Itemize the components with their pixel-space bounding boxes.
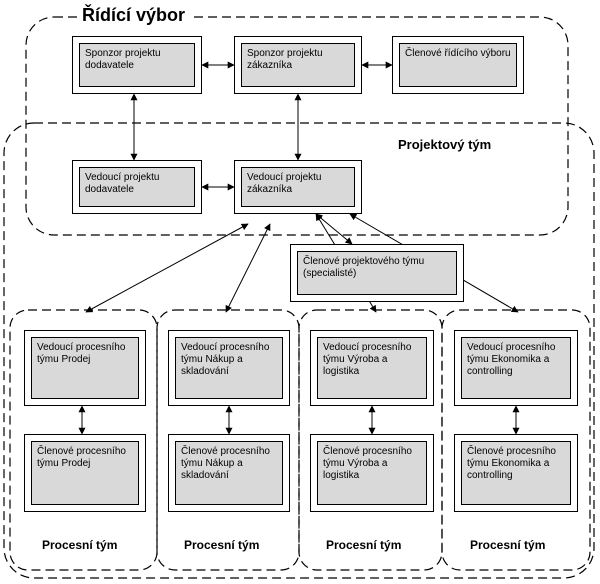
process-members-box-3: Členové procesního týmu Výroba a logisti… <box>310 434 434 512</box>
process-team-frame-3 <box>298 309 443 571</box>
arrow-lead-team1 <box>85 223 249 313</box>
process-team-title-3: Procesní tým <box>322 538 406 552</box>
steering-members-label: Členové řídícího výboru <box>399 43 517 87</box>
process-members-label-3: Členové procesního týmu Výroba a logisti… <box>317 441 427 505</box>
sponsor-customer-label: Sponzor projektu zákazníka <box>241 43 355 87</box>
arrow-lead-team2 <box>225 223 271 313</box>
process-members-label-2: Členové procesního týmu Nákup a skladová… <box>175 441 283 505</box>
steering-members-box: Členové řídícího výboru <box>392 36 524 94</box>
lead-customer-box: Vedoucí projektu zákazníka <box>234 160 362 214</box>
process-lead-box-4: Vedoucí procesního týmu Ekonomika a cont… <box>454 330 578 406</box>
lead-supplier-box: Vedoucí projektu dodavatele <box>72 160 202 214</box>
process-members-label-4: Členové procesního týmu Ekonomika a cont… <box>461 441 571 505</box>
process-members-box-4: Členové procesního týmu Ekonomika a cont… <box>454 434 578 512</box>
sponsor-customer-box: Sponzor projektu zákazníka <box>234 36 362 94</box>
arrow-lead-specialists <box>315 213 353 245</box>
project-team-frame <box>3 122 595 579</box>
lead-supplier-label: Vedoucí projektu dodavatele <box>79 167 195 207</box>
process-members-box-2: Členové procesního týmu Nákup a skladová… <box>168 434 290 512</box>
process-lead-box-1: Vedoucí procesního týmu Prodej <box>24 330 146 406</box>
process-lead-label-2: Vedoucí procesního týmu Nákup a skladová… <box>175 337 283 399</box>
sponsor-supplier-box: Sponzor projektu dodavatele <box>72 36 202 94</box>
lead-customer-label: Vedoucí projektu zákazníka <box>241 167 355 207</box>
project-team-title: Projektový tým <box>394 137 496 152</box>
process-team-title-4: Procesní tým <box>466 538 550 552</box>
process-lead-label-1: Vedoucí procesního týmu Prodej <box>31 337 139 399</box>
process-team-title-1: Procesní tým <box>38 538 122 552</box>
steering-committee-frame <box>25 16 569 236</box>
process-members-box-1: Členové procesního týmu Prodej <box>24 434 146 512</box>
process-members-label-1: Členové procesního týmu Prodej <box>31 441 139 505</box>
steering-committee-title: Řídící výbor <box>78 5 190 26</box>
process-team-title-2: Procesní tým <box>180 538 264 552</box>
process-lead-box-3: Vedoucí procesního týmu Výroba a logisti… <box>310 330 434 406</box>
specialists-box: Členové projektového týmu (specialisté) <box>290 244 464 302</box>
sponsor-supplier-label: Sponzor projektu dodavatele <box>79 43 195 87</box>
process-lead-label-3: Vedoucí procesního týmu Výroba a logisti… <box>317 337 427 399</box>
process-lead-box-2: Vedoucí procesního týmu Nákup a skladová… <box>168 330 290 406</box>
specialists-label: Členové projektového týmu (specialisté) <box>297 251 457 295</box>
process-lead-label-4: Vedoucí procesního týmu Ekonomika a cont… <box>461 337 571 399</box>
